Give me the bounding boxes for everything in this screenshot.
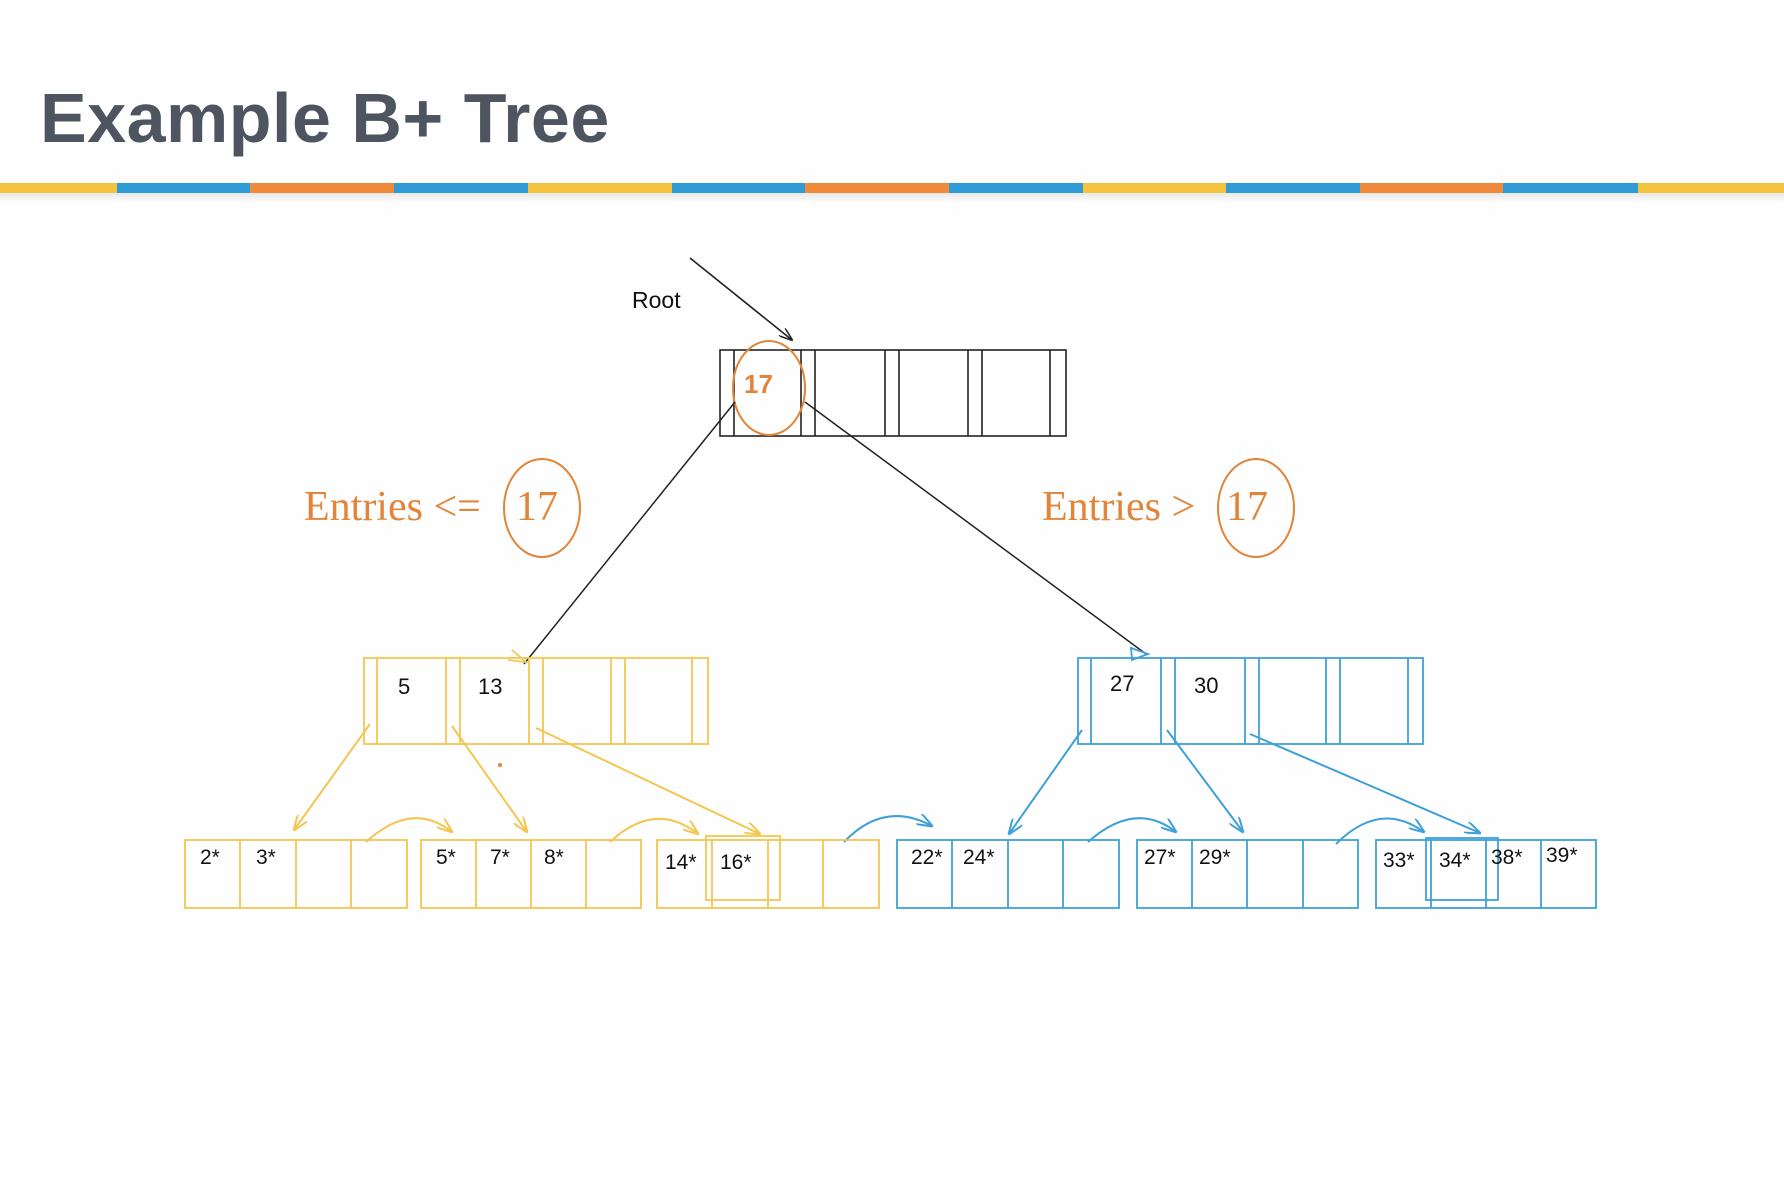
pointer-root-right	[804, 401, 1147, 655]
stripe-segment	[1503, 183, 1638, 193]
leaf-4-key-0: 22*	[911, 846, 943, 869]
pointer-root-right-head	[1129, 646, 1151, 662]
inner-left-key-0: 5	[398, 674, 410, 699]
leaf-2-key-1: 7*	[490, 846, 510, 869]
annotation-left-value: 17	[516, 484, 558, 530]
stripe-segment	[117, 183, 250, 193]
annotation-right: Entries > 17	[1042, 458, 1295, 558]
leaf-node-3	[656, 835, 880, 909]
slide-title: Example B+ Tree	[40, 79, 610, 157]
title-divider-stripe	[0, 183, 1784, 193]
stripe-segment	[949, 183, 1083, 193]
leaf-6-key-1: 34*	[1439, 849, 1471, 872]
leaf-6-key-0: 33*	[1383, 849, 1415, 872]
stripe-segment	[394, 183, 528, 193]
root-pointer: Root	[632, 257, 792, 340]
stripe-segment	[0, 183, 117, 193]
stripe-segment	[1638, 183, 1784, 193]
inner-left-key-1: 13	[478, 674, 502, 699]
leaf-3-key-0: 14*	[665, 851, 697, 874]
leaf-6-key-3: 39*	[1546, 844, 1578, 867]
leaf-6-key-2: 38*	[1491, 846, 1523, 869]
root-label: Root	[632, 287, 681, 313]
pointer-root-left	[523, 401, 736, 665]
leaf-2-key-0: 5*	[436, 846, 456, 869]
leaf-node-4	[896, 839, 1120, 909]
sibling-arrow-2	[609, 817, 698, 843]
root-key-highlight	[732, 340, 806, 436]
sibling-arrow-5	[1335, 817, 1424, 845]
inner-right-key-0: 27	[1110, 671, 1134, 696]
pointers-left-subtree	[294, 723, 760, 834]
leaf-5-key-1: 29*	[1199, 846, 1231, 869]
leaf-4-key-1: 24*	[963, 846, 995, 869]
annotation-left-circle	[503, 458, 581, 558]
stripe-segment	[672, 183, 805, 193]
annotation-left-text: Entries <=	[304, 484, 481, 530]
stray-dot	[498, 763, 502, 767]
stripe-segment	[1083, 183, 1226, 193]
stripe-segment	[1360, 183, 1503, 193]
inner-node-left	[363, 657, 709, 745]
leaf-node-6	[1375, 837, 1597, 909]
pointers-right-subtree	[1009, 729, 1480, 834]
leaf-5-key-0: 27*	[1144, 846, 1176, 869]
leaf-2-key-2: 8*	[544, 846, 564, 869]
stripe-segment	[250, 183, 394, 193]
inner-right-key-1: 30	[1194, 673, 1218, 698]
stripe-segment	[805, 183, 949, 193]
leaf-1-key-0: 2*	[200, 846, 220, 869]
pointer-root-left-head	[507, 649, 529, 664]
root-key-0: 17	[744, 369, 773, 399]
inner-node-right	[1077, 657, 1424, 745]
leaf-node-2	[420, 839, 642, 909]
stripe-segment	[528, 183, 672, 193]
sibling-arrow-1	[365, 817, 452, 843]
annotation-right-circle	[1217, 458, 1295, 558]
annotation-right-text: Entries >	[1042, 484, 1195, 530]
leaf-node-5	[1136, 839, 1359, 909]
annotation-left: Entries <= 17	[304, 458, 581, 558]
leaf-3-key-1: 16*	[720, 851, 752, 874]
leaf-1-key-1: 3*	[256, 846, 276, 869]
annotation-right-value: 17	[1226, 484, 1268, 530]
stripe-segment	[1226, 183, 1360, 193]
stripe-shadow	[0, 193, 1784, 203]
sibling-arrow-4	[1087, 817, 1176, 843]
sibling-arrow-3	[843, 816, 932, 843]
leaf-node-1	[184, 839, 408, 909]
